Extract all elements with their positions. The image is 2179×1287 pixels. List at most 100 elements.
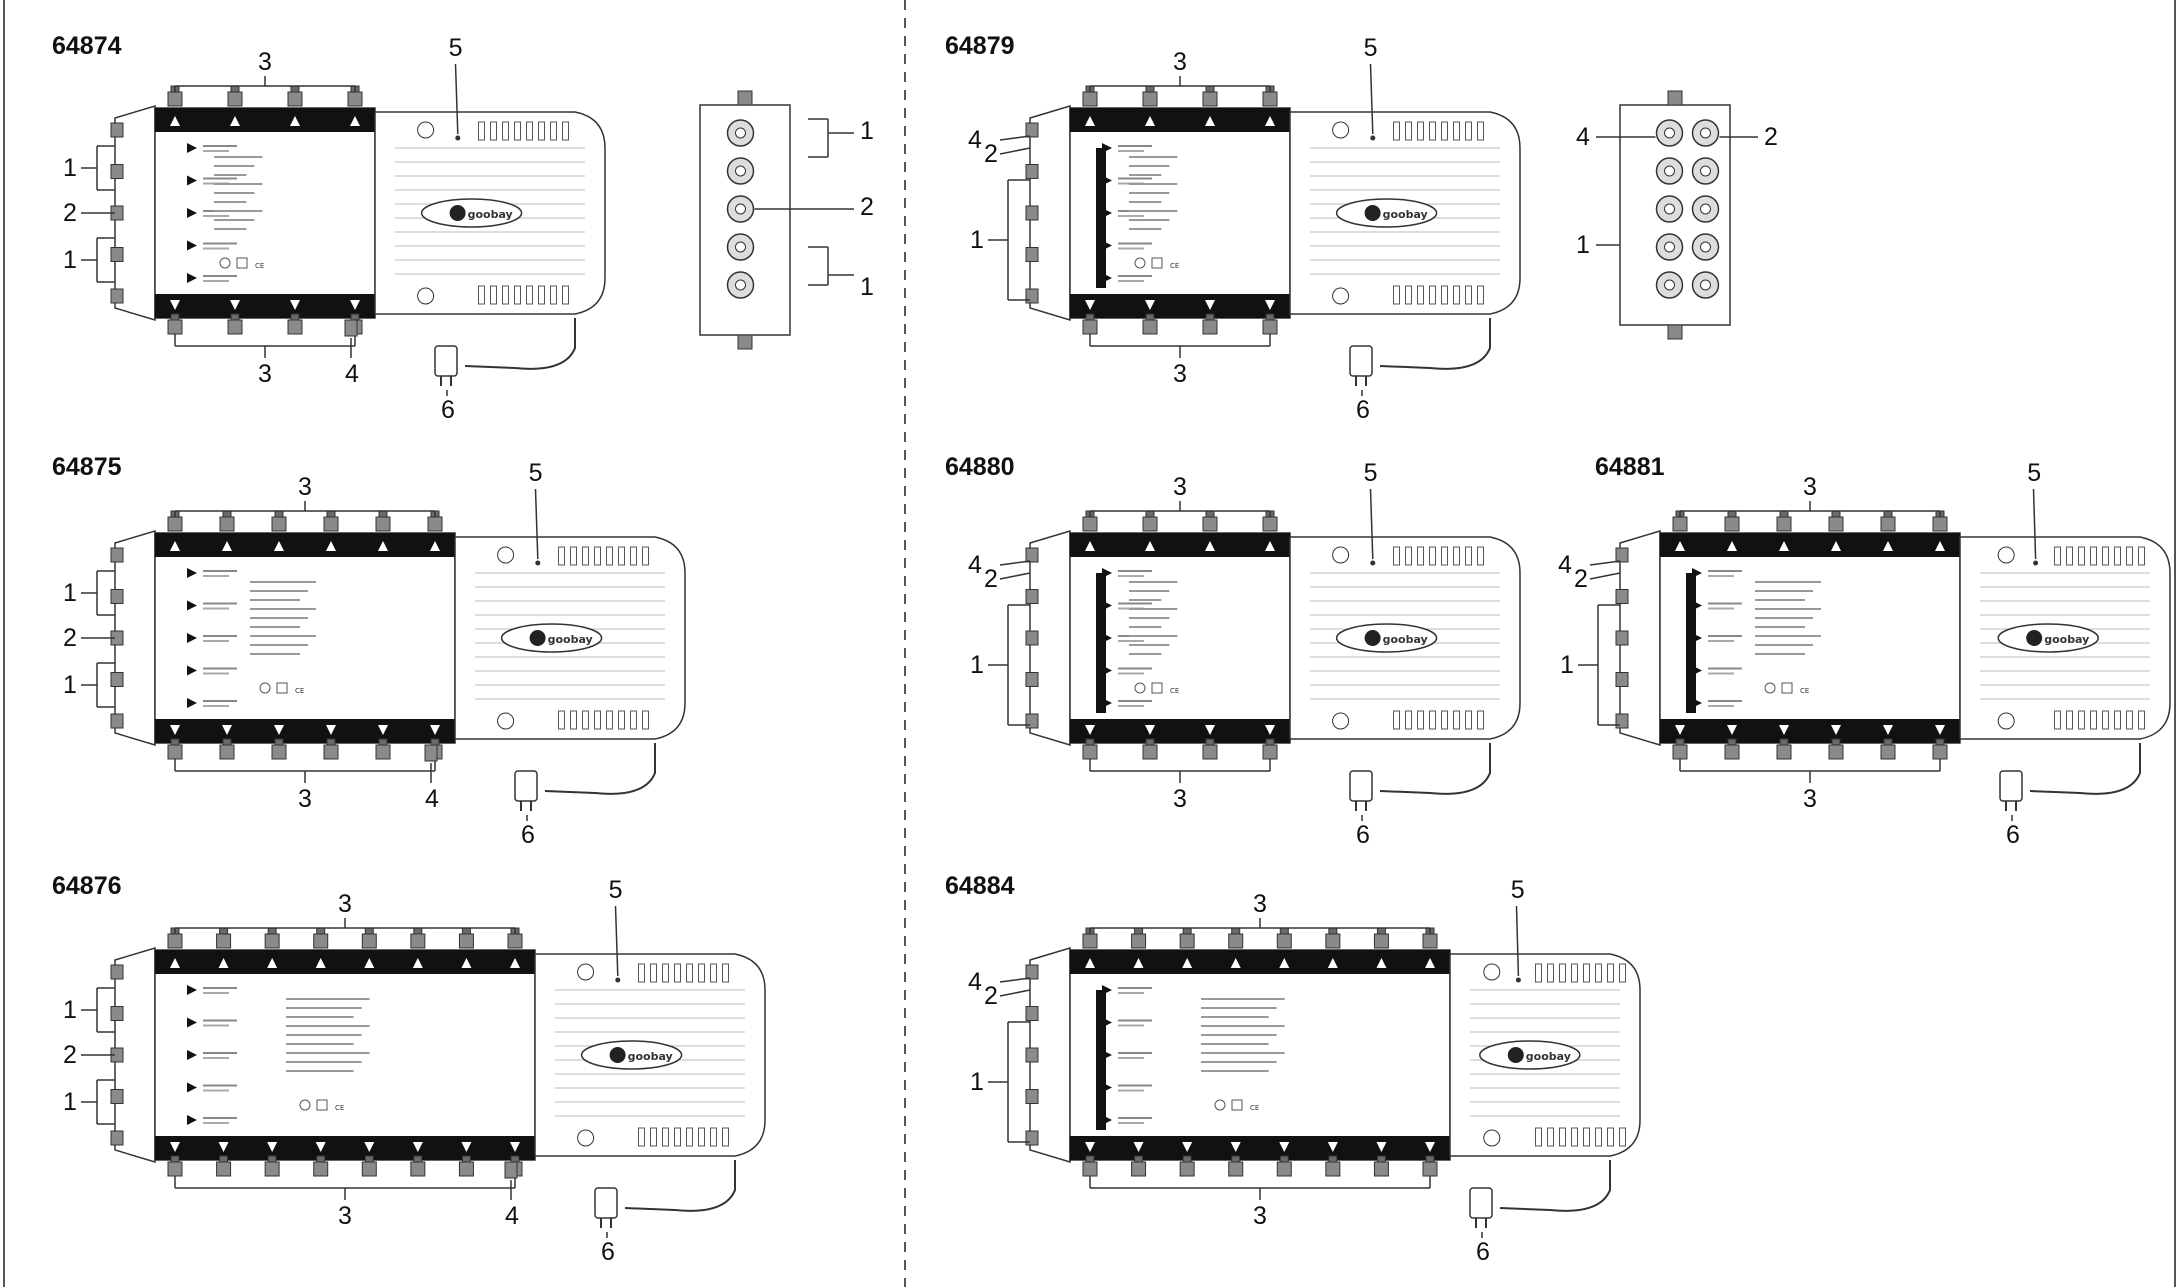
callout-1-lower: 1	[63, 246, 77, 274]
input-connector	[110, 122, 124, 138]
label-text-line	[203, 700, 237, 702]
output-arrow-up	[1265, 116, 1275, 126]
output-connector-top	[219, 510, 235, 532]
output-arrow-up	[1085, 116, 1095, 126]
output-band-bottom	[1070, 719, 1290, 743]
vent-slot	[662, 963, 669, 983]
spec-text-line	[1129, 228, 1162, 230]
callout-3-top: 3	[1173, 48, 1187, 76]
spec-text-line	[250, 599, 300, 601]
vent-slot	[1417, 710, 1424, 730]
input-connector	[1615, 672, 1629, 687]
output-band-top	[1070, 950, 1450, 974]
input-connector	[1025, 589, 1039, 604]
power-plug	[1349, 345, 1373, 387]
output-connector-top	[1325, 927, 1341, 949]
input-marker	[187, 1082, 197, 1093]
spec-text-line	[1129, 201, 1162, 203]
spec-text-line	[1201, 1016, 1269, 1018]
spec-text-line	[1129, 617, 1170, 619]
mount-hole	[1332, 546, 1350, 564]
output-arrow-up	[1376, 958, 1387, 968]
vent-slot	[1535, 1127, 1542, 1147]
ce-mark: CE	[255, 262, 264, 270]
spec-text-line	[250, 617, 308, 619]
input-connector	[1025, 672, 1039, 687]
callout-6: 6	[2006, 821, 2020, 849]
vent-slot	[1571, 963, 1578, 983]
vent-slot	[1465, 285, 1472, 305]
callout-3-bottom: 3	[258, 360, 272, 388]
logo-mark	[1507, 1047, 1524, 1063]
callout-2: 2	[63, 1041, 77, 1069]
leader-line	[999, 147, 1031, 155]
output-arrow-up	[290, 116, 300, 126]
terrestrial-output	[504, 1161, 518, 1179]
output-arrow-up	[1085, 541, 1095, 551]
output-arrow-up	[430, 541, 440, 551]
ce-mark: CE	[295, 687, 304, 695]
f-connector-pin	[1664, 241, 1675, 253]
leader-line	[1515, 905, 1520, 977]
leader-line	[2032, 488, 2037, 560]
output-arrow-down	[1279, 1142, 1290, 1152]
callout-1-upper: 1	[63, 154, 77, 182]
output-arrow-down	[1205, 725, 1215, 735]
label-text-line	[1118, 1089, 1144, 1092]
f-connector-pin	[1664, 127, 1675, 139]
label-text-line	[1708, 700, 1742, 702]
side-view-64874: 121	[699, 90, 874, 350]
vent-slot	[538, 121, 545, 141]
spec-text-line	[1129, 210, 1178, 212]
output-connector-top	[410, 927, 426, 949]
vent-slot	[1583, 1127, 1590, 1147]
spec-text-line	[1129, 192, 1170, 194]
input-marker	[187, 143, 197, 153]
label-text-line	[1118, 705, 1144, 707]
vent-slot	[1595, 963, 1602, 983]
vent-slot	[2078, 710, 2085, 730]
callout-1: 1	[1576, 231, 1590, 259]
vent-slot	[1453, 285, 1460, 305]
callout-6: 6	[601, 1238, 615, 1266]
power-cable	[624, 1160, 736, 1212]
input-connector	[110, 589, 124, 604]
spec-text-line	[1129, 626, 1162, 628]
vent-slot	[1405, 710, 1412, 730]
label-text-line	[203, 607, 229, 610]
label-text-line	[203, 635, 237, 637]
output-arrow-down	[1935, 725, 1945, 735]
vent-slot	[582, 710, 589, 730]
spec-text-line	[250, 590, 308, 592]
output-connector-top	[216, 927, 232, 949]
label-text-line	[203, 1052, 237, 1054]
vent-slot	[562, 285, 569, 305]
spec-text-line	[214, 210, 263, 212]
input-marker	[187, 1017, 197, 1028]
input-connector	[1025, 205, 1039, 221]
vent-slot	[630, 710, 637, 730]
vertical-band	[1096, 990, 1106, 1130]
vent-slot	[686, 963, 693, 983]
spec-text-line	[1129, 165, 1170, 167]
vent-slot	[650, 963, 657, 983]
callout-2: 2	[984, 982, 998, 1010]
brand-name: goobay	[1526, 1050, 1571, 1063]
vent-slot	[2054, 546, 2061, 566]
spec-text-line	[1755, 653, 1805, 655]
vent-slot	[550, 121, 557, 141]
spec-text-line	[1201, 1070, 1269, 1072]
spec-text-line	[286, 1025, 370, 1027]
output-band-bottom	[1070, 1136, 1450, 1160]
logo-outline	[1997, 623, 2099, 653]
logo-outline	[580, 1040, 683, 1070]
input-marker	[187, 175, 197, 186]
vent-slot	[722, 1127, 729, 1147]
output-band-top	[155, 108, 375, 132]
output-connector-top	[313, 927, 329, 949]
label-panel	[154, 532, 456, 744]
power-led	[615, 977, 621, 983]
vent-slot	[502, 121, 509, 141]
ce-mark: CE	[335, 1104, 344, 1112]
